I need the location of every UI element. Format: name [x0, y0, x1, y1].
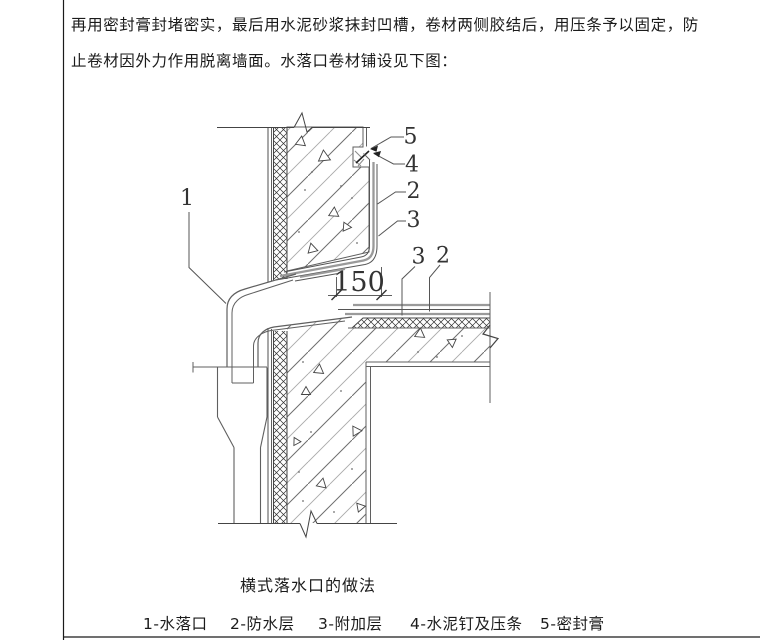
leader-sealant [370, 136, 404, 149]
dimension-150-label: 150 [333, 267, 385, 298]
callout-4: 4 [405, 153, 419, 178]
upper-insulation-strip [273, 127, 287, 279]
roof-membrane-layers [294, 268, 490, 316]
lower-wall-slab-section [218, 292, 500, 539]
legend-item-4: 4-水泥钉及压条 [410, 615, 523, 633]
callout-3-lower: 3 [412, 245, 426, 270]
callout-2-lower: 2 [436, 244, 450, 269]
callout-numbers: 1 5 4 2 3 3 2 [180, 125, 450, 270]
upper-wall-concrete-hatch [286, 126, 370, 272]
drain-pipe [192, 273, 353, 523]
leader-waterproof-upper [377, 191, 406, 205]
legend-item-2: 2-防水层 [230, 615, 295, 633]
legend-item-3: 3-附加层 [318, 615, 383, 633]
leader-nail-batten [373, 153, 405, 165]
slab-break-symbol [481, 324, 500, 349]
page-border-lines [62, 0, 760, 640]
leader-drain-outlet [188, 212, 227, 304]
slab-insulation-strip [350, 317, 491, 329]
lower-concrete-hatch [287, 318, 490, 523]
figure-caption: 横式落水口的做法 [240, 576, 377, 595]
leader-waterproof-lower [429, 264, 441, 312]
callout-1: 1 [180, 186, 194, 211]
callout-3-upper: 3 [407, 208, 421, 233]
callout-5: 5 [404, 125, 418, 150]
sealant-groove [353, 150, 371, 167]
wall-membrane-layers [275, 160, 378, 281]
top-break-line [217, 111, 370, 133]
legend-item-5: 5-密封膏 [540, 615, 605, 633]
concrete-aggregate-symbols [293, 135, 457, 513]
lower-insulation-strip [273, 331, 287, 523]
dimension-150: 150 [328, 267, 392, 301]
callout-leaders [188, 136, 441, 316]
nail-batten-line [355, 150, 370, 164]
leader-arrowheads [370, 145, 381, 158]
upper-wall-section [217, 111, 370, 283]
leader-additional-lower [401, 266, 416, 316]
paragraph-line-2: 止卷材因外力作用脱离墙面。水落口卷材铺设见下图： [71, 52, 458, 70]
leader-additional-upper [378, 220, 406, 237]
legend-item-1: 1-水落口 [143, 615, 208, 633]
bottom-break-line [218, 509, 397, 539]
paragraph-line-1: 再用密封膏封堵密实，最后用水泥砂浆抹封凹槽，卷材两侧胶结后，用压条予以固定，防 [71, 16, 699, 34]
concrete-dot-symbols [298, 171, 463, 513]
callout-2-upper: 2 [407, 179, 421, 204]
